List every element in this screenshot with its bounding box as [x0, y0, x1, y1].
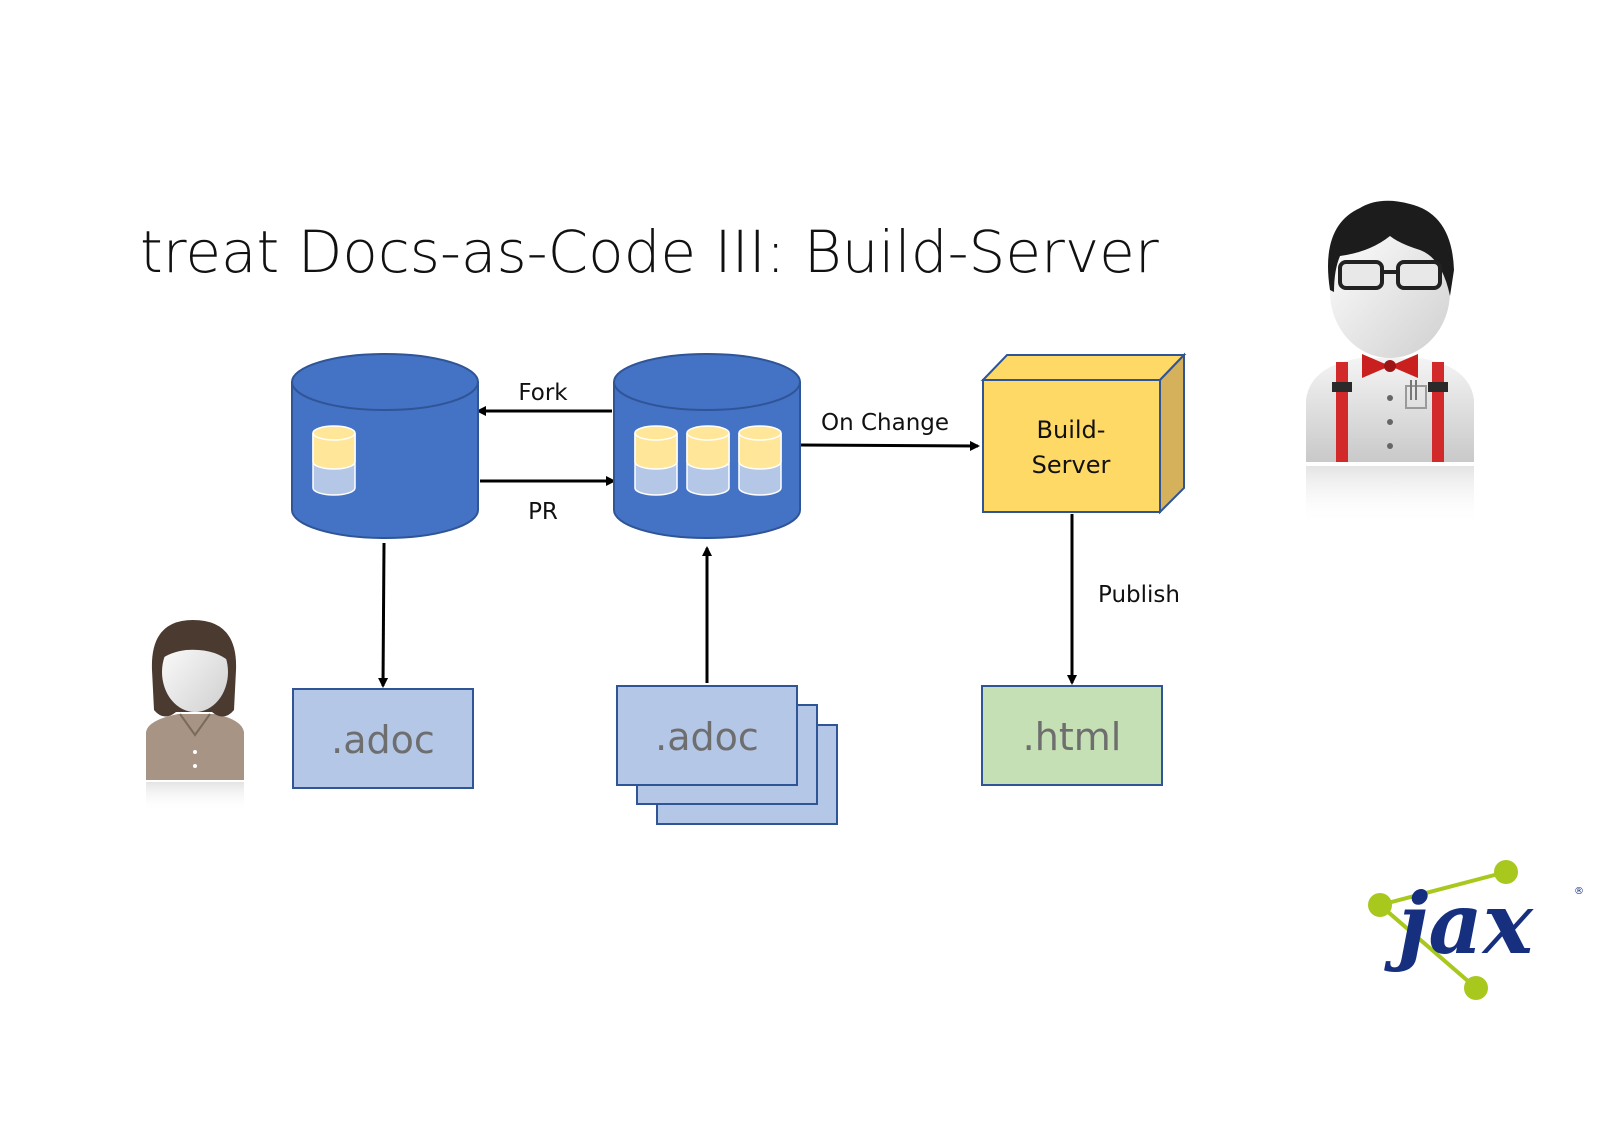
edge-publish: Publish: [1067, 514, 1180, 685]
local-adoc-label: .adoc: [331, 718, 435, 762]
jax-logo-text: jax: [1384, 874, 1534, 973]
inner-repository-icon: [686, 425, 730, 496]
edge-checkout: [378, 542, 389, 688]
inner-repository-icon: [312, 425, 356, 496]
main-repository: [613, 353, 801, 539]
jax-logo-registered-mark: ®: [1574, 886, 1584, 897]
edge-pr: PR: [480, 476, 616, 525]
person-developer-icon: [1306, 200, 1474, 526]
build-server-label-line2: Server: [1032, 451, 1111, 479]
person-writer-icon: [146, 620, 244, 812]
edge-label-fork: Fork: [518, 380, 568, 406]
inner-repository-icon: [738, 425, 782, 496]
edge-label-publish: Publish: [1098, 582, 1180, 608]
build-server: Build- Server: [980, 352, 1187, 515]
local-adoc-document: .adoc: [292, 688, 474, 789]
edge-label-pr: PR: [528, 499, 558, 525]
source-adoc-label: .adoc: [655, 715, 759, 759]
fork-repository: [291, 353, 479, 539]
edge-label-on-change: On Change: [821, 410, 949, 436]
build-server-label-line1: Build-: [1037, 416, 1106, 444]
html-output-label: .html: [1023, 715, 1122, 759]
slide-title: treat Docs-as-Code III: Build-Server: [140, 218, 1159, 286]
edge-on-change: On Change: [799, 410, 980, 451]
jax-logo: jax ®: [1368, 860, 1584, 1000]
inner-repository-icon: [634, 425, 678, 496]
edge-fork: Fork: [476, 380, 612, 416]
html-output-document: .html: [981, 685, 1163, 786]
source-adoc-stack: .adoc: [616, 685, 838, 825]
